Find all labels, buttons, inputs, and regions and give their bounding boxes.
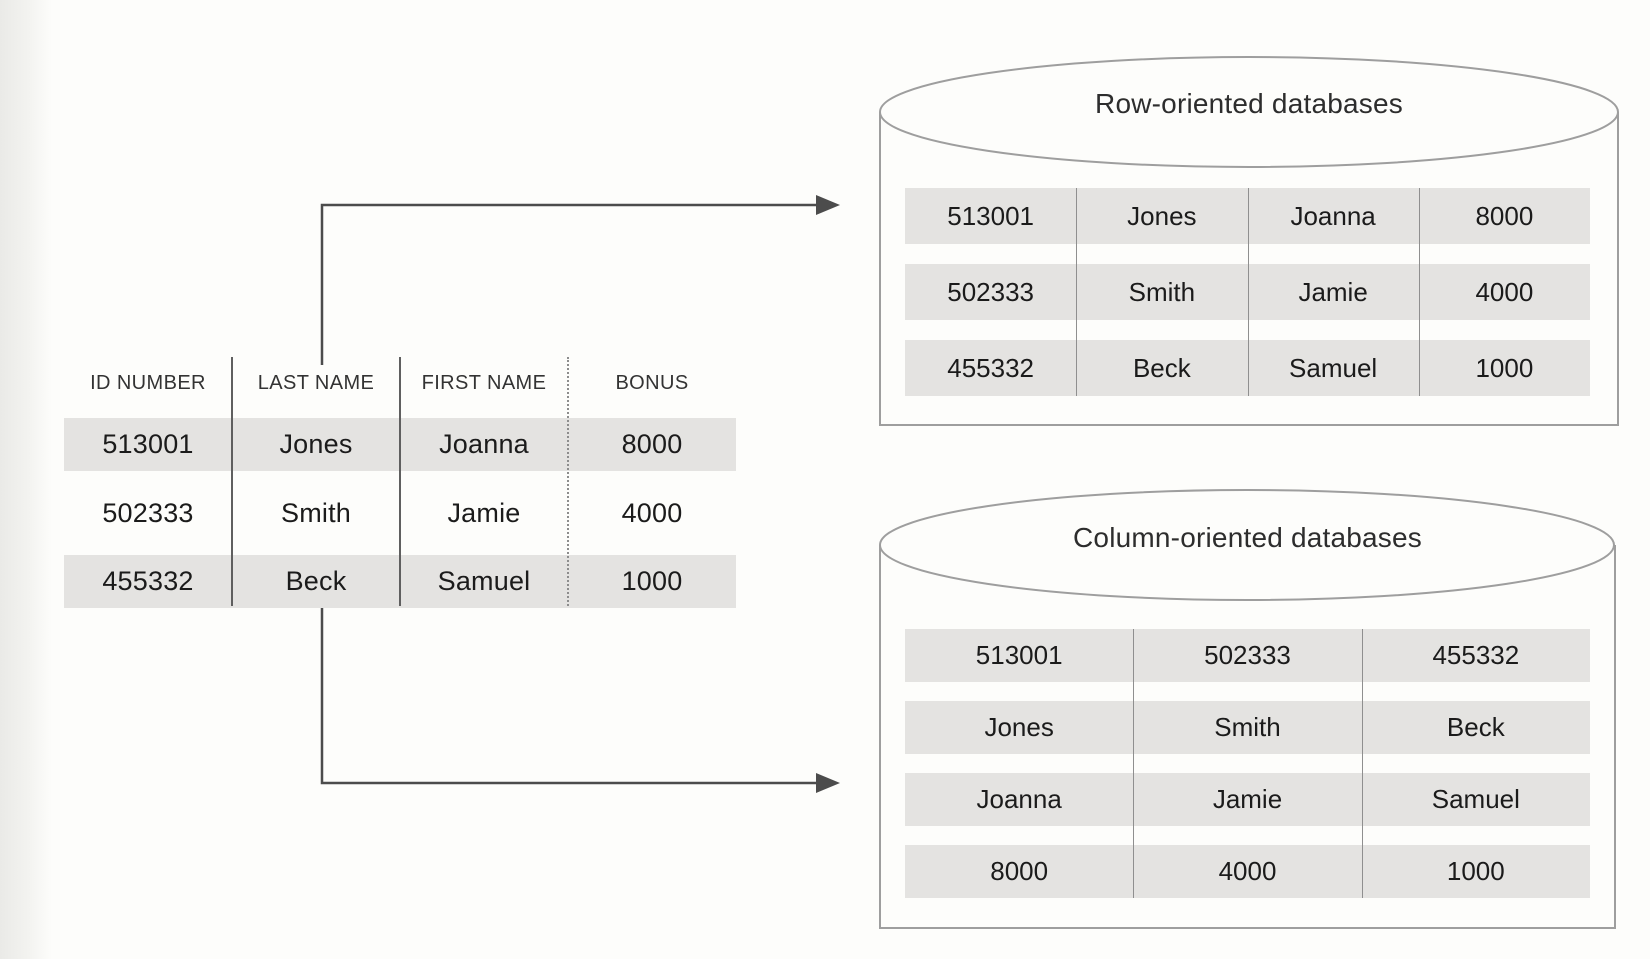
table-cell: 455332 (102, 566, 194, 596)
column-divider (1361, 629, 1363, 898)
scanned-page-edge (0, 0, 52, 959)
row-db-table: 513001 Jones Joanna 8000 502333 Smith Ja… (905, 188, 1590, 396)
table-cell: Smith (1128, 276, 1196, 307)
column-header: BONUS (615, 372, 689, 394)
column-divider (231, 357, 233, 606)
table-cell: Beck (1132, 352, 1191, 383)
arrowhead-right-icon (816, 195, 840, 215)
table-cell: 513001 (102, 429, 194, 459)
column-divider (1133, 629, 1135, 898)
table-cell: 502333 (102, 497, 194, 528)
table-cell: Smith (1214, 712, 1281, 742)
column-divider (1076, 188, 1078, 396)
table-cell: Jones (1127, 200, 1197, 231)
table-cell: Jamie (1298, 276, 1368, 307)
source-table: ID NUMBER LAST NAME FIRST NAME BONUS 513… (64, 355, 736, 608)
column-header: FIRST NAME (421, 372, 547, 394)
table-cell: 8000 (1475, 200, 1534, 231)
table-cell: 8000 (990, 856, 1049, 886)
table-cell: 1000 (1475, 352, 1534, 383)
table-cell: Joanna (439, 429, 529, 459)
row-db-title: Row-oriented databases (1095, 88, 1403, 119)
table-cell: 8000 (621, 429, 683, 459)
column-divider (567, 357, 569, 606)
table-cell: Samuel (437, 566, 531, 596)
stored-column: Joanna Jamie Samuel (905, 773, 1590, 826)
stored-column: Jones Smith Beck (905, 701, 1590, 754)
column-divider (1418, 188, 1420, 396)
table-row: 502333 Smith Jamie 4000 (64, 471, 736, 555)
table-cell: Joanna (1290, 200, 1376, 231)
table-cell: Jamie (1212, 784, 1283, 814)
source-table-header-row: ID NUMBER LAST NAME FIRST NAME BONUS (64, 355, 736, 412)
stored-column: 8000 4000 1000 (905, 845, 1590, 898)
table-cell: Jones (279, 429, 353, 459)
stored-column: 513001 502333 455332 (905, 629, 1590, 682)
table-cell: 502333 (1204, 640, 1291, 670)
column-header: ID NUMBER (90, 372, 206, 394)
table-cell: Smith (280, 497, 352, 528)
table-cell: 4000 (621, 497, 683, 528)
table-cell: Beck (1446, 712, 1505, 742)
row-db-arrow (320, 195, 840, 365)
table-cell: 1000 (621, 566, 683, 596)
column-header: LAST NAME (257, 372, 375, 394)
table-cell: 4000 (1218, 856, 1277, 886)
table-cell: 513001 (947, 200, 1034, 231)
column-db-table: 513001 502333 455332 Jones Smith Beck Jo… (905, 629, 1590, 898)
table-cell: Joanna (976, 784, 1062, 814)
table-cell: Jones (984, 712, 1054, 742)
table-cell: 1000 (1446, 856, 1505, 886)
table-cell: Jamie (447, 497, 521, 528)
table-cell: 455332 (947, 352, 1034, 383)
arrowhead-right-icon (816, 773, 840, 793)
column-db-arrow (320, 608, 840, 793)
table-cell: 513001 (975, 640, 1063, 670)
column-divider (1247, 188, 1249, 396)
table-cell: Samuel (1431, 784, 1520, 814)
table-cell: 4000 (1475, 276, 1534, 307)
table-cell: Beck (285, 566, 347, 596)
table-cell: 502333 (947, 276, 1034, 307)
column-divider (399, 357, 401, 606)
table-cell: 455332 (1432, 640, 1520, 670)
table-cell: Samuel (1289, 352, 1378, 383)
column-db-title: Column-oriented databases (1073, 522, 1422, 553)
